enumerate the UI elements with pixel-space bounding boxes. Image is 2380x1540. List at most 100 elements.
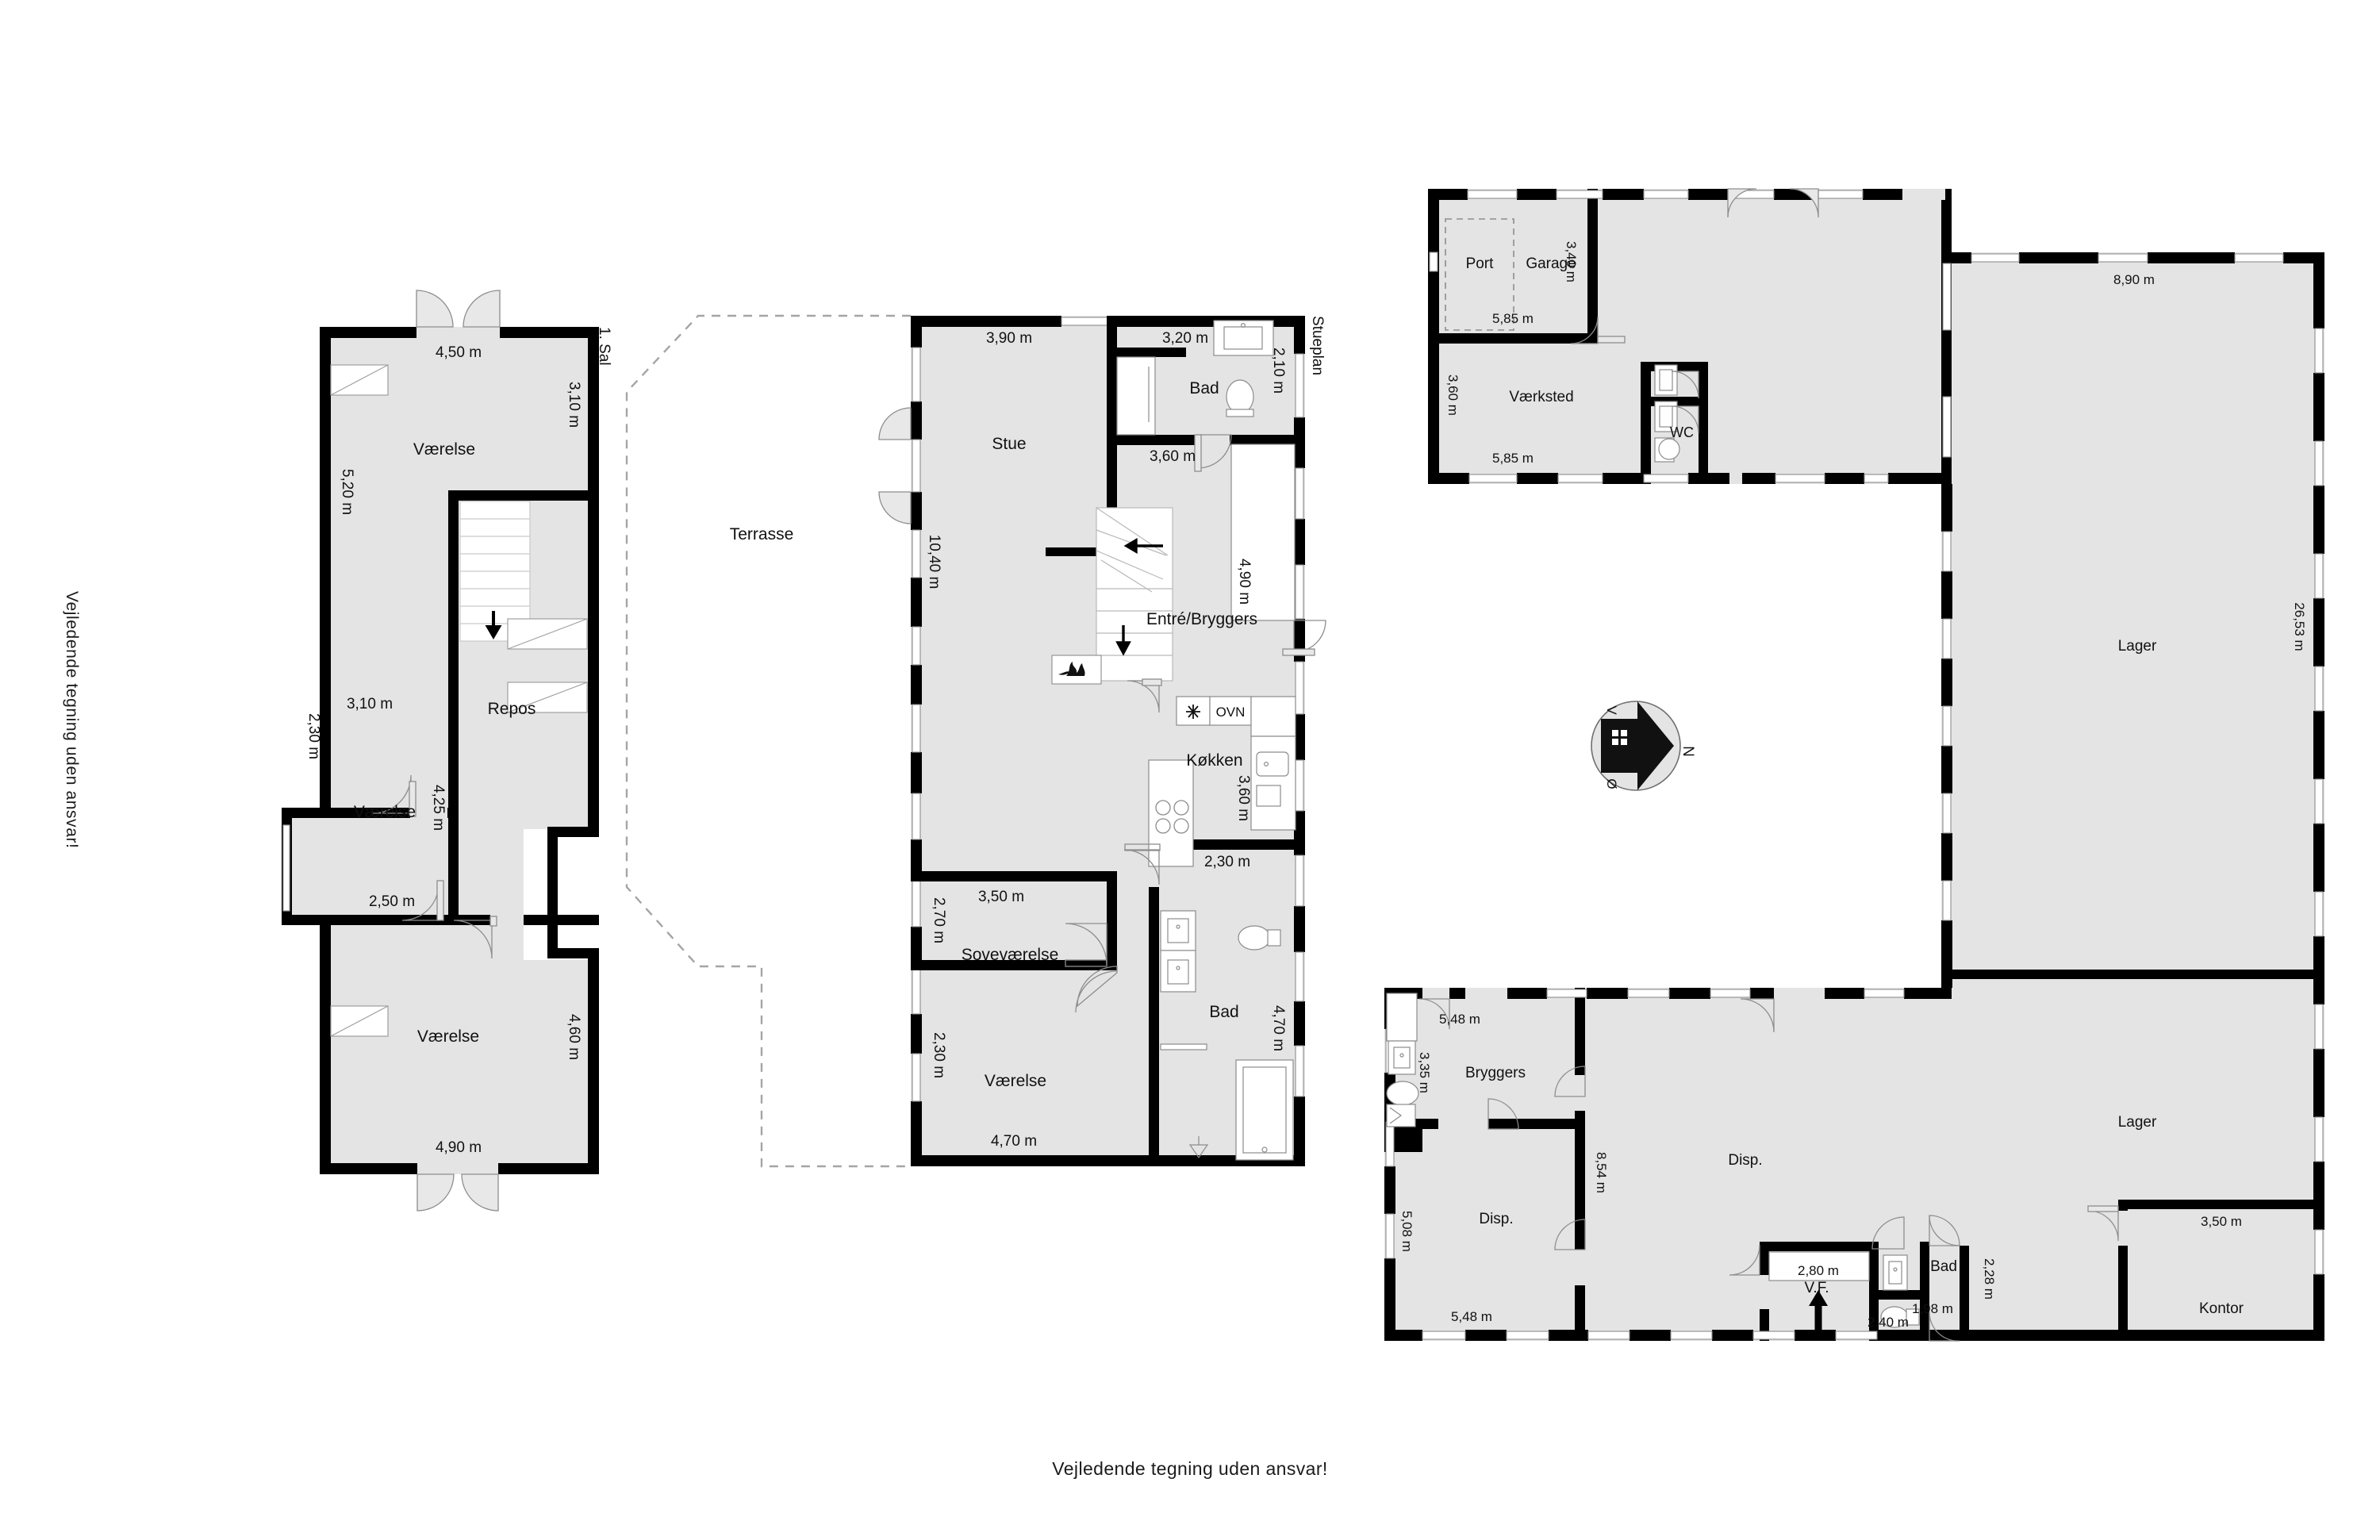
room-label-vaerksted: Værksted [1509,389,1573,405]
freezer-icon [1186,705,1200,719]
dim-ob-5-48-b: 5,48 m [1451,1309,1492,1324]
first-floor-stairs [459,501,531,642]
dim-4-90: 4,90 m [436,1139,482,1156]
plan-ground-floor: OVN [878,316,1326,1166]
room-label-terrasse: Terrasse [730,525,794,543]
room-label-lager-south: Lager [2118,1114,2157,1131]
room-label-vaerelse-bottom: Værelse [417,1027,479,1046]
room-label-disp-left: Disp. [1479,1211,1513,1227]
room-label-vaerelse-gf: Værelse [985,1072,1046,1090]
south-wing-walls [1384,988,1969,1341]
dim-gf-10-40: 10,40 m [926,535,942,590]
oven-label: OVN [1216,705,1246,720]
bad-out-fixtures [1880,1254,1920,1328]
room-label-bad-out: Bad [1930,1258,1957,1275]
dim-gf-4-90: 4,90 m [1236,559,1253,605]
plan-label-first-floor: 1. Sal [596,327,612,366]
entry-arrow-icon [1809,1290,1828,1330]
room-label-port: Port [1466,255,1495,272]
dim-ob-5-85-a: 5,85 m [1492,311,1534,326]
dim-ob-26-53: 26,53 m [2292,602,2307,651]
north-wing-doors[interactable] [1570,188,1819,434]
dim-ob-8-90: 8,90 m [2113,272,2155,287]
dim-ob-5-08: 5,08 m [1399,1211,1415,1252]
dim-4-60: 4,60 m [566,1014,582,1060]
dim-gf-4-70-h: 4,70 m [991,1133,1037,1150]
dim-gf-3-60-h: 3,60 m [1150,448,1196,465]
room-label-entre-bryggers: Entré/Bryggers [1146,610,1257,628]
dim-gf-3-90: 3,90 m [986,330,1032,347]
dim-ob-5-48-a: 5,48 m [1439,1012,1480,1027]
dim-5-20: 5,20 m [339,469,355,515]
first-floor-windows [282,364,588,1037]
dim-3-10-a: 3,10 m [566,382,582,428]
dim-ob-3-50: 3,50 m [2201,1214,2242,1229]
dim-ob-8-54: 8,54 m [1594,1152,1609,1193]
dim-gf-2-30-v: 2,30 m [931,1032,947,1078]
room-label-kokken: Køkken [1186,751,1242,770]
room-label-bryggers: Bryggers [1465,1065,1526,1081]
dim-ob-2-28: 2,28 m [1982,1258,1997,1300]
room-label-wc: WC [1670,424,1694,440]
compass-rose: N V S Ø [1591,701,1696,791]
plan-first-floor: Værelse Repos Værelse Værelse 4,50 m 3,1… [282,290,612,1212]
east-wing-windows [1942,253,2324,1275]
kontor-walls [2118,1200,2313,1330]
plan-label-ground-floor: Stueplan [1309,316,1326,375]
room-label-bad-bottom: Bad [1209,1003,1238,1021]
dim-ob-5-85-b: 5,85 m [1492,451,1534,466]
room-label-kontor: Kontor [2199,1300,2244,1317]
fireplace-icon [1051,655,1102,685]
room-label-repos: Repos [488,700,536,718]
south-wing-doors[interactable] [1418,998,1960,1342]
terrace-outline: Terrasse [625,314,911,1168]
disclaimer-vertical: Vejledende tegning uden ansvar! [63,591,81,849]
first-floor-doors[interactable] [372,290,501,1212]
compass-label-south: S [1599,746,1614,755]
kontor-door[interactable] [2087,1205,2119,1242]
dim-gf-2-70: 2,70 m [931,897,947,943]
entre-cupboard [1116,356,1156,436]
compass-label-east: Ø [1604,778,1619,789]
dim-gf-2-30-h: 2,30 m [1204,854,1250,870]
wc-fixtures [1654,364,1680,463]
room-label-vaerelse-top: Værelse [413,440,475,459]
bad-top-fixtures [1213,320,1274,417]
dim-3-10-b: 3,10 m [347,696,393,712]
dim-ob-1-98: 1,98 m [1912,1301,1953,1316]
dim-2-30-l: 2,30 m [305,713,322,759]
dim-gf-3-60-v: 3,60 m [1235,775,1252,821]
plan-outbuilding: Port Garage Værksted WC 3,40 m 5,85 m 3,… [1384,188,2324,1342]
ground-floor-windows [912,317,1304,1102]
disclaimer-bottom: Vejledende tegning uden ansvar! [1052,1458,1328,1479]
dim-gf-2-10: 2,10 m [1270,348,1287,394]
north-wing-fill [1428,189,1952,484]
dim-2-50: 2,50 m [369,893,415,910]
compass-label-north: N [1679,746,1696,757]
east-wing-fill [1941,252,2324,1341]
dim-4-25: 4,25 m [430,785,447,831]
room-label-vf: V.F. [1805,1280,1829,1296]
dim-ob-3-60: 3,60 m [1445,374,1461,416]
dim-4-50: 4,50 m [436,344,482,361]
bryggers-fixtures [1386,993,1419,1127]
room-label-garage: Garage [1526,255,1576,272]
room-label-sovevaerelse: Soveværelse [962,946,1059,964]
ground-floor-doors[interactable] [878,407,1326,1013]
dim-ob-2-80: 2,80 m [1798,1263,1839,1278]
ground-floor-stairs [1096,507,1173,682]
dim-gf-3-50: 3,50 m [978,889,1024,905]
dim-ob-3-35: 3,35 m [1417,1052,1432,1093]
ground-floor-fill [911,316,1305,1166]
room-label-lager-north: Lager [2118,638,2157,655]
compass-label-west: V [1604,705,1619,715]
kitchen-fittings [1148,696,1296,867]
dim-ob-2-40: 2,40 m [1868,1315,1909,1330]
dim-gf-4-70-v: 4,70 m [1270,1005,1287,1051]
south-wing-fill [1384,988,1952,1341]
south-wing-windows [1385,989,1905,1340]
room-label-stue: Stue [992,435,1026,453]
vf-cupboard [1768,1251,1870,1281]
